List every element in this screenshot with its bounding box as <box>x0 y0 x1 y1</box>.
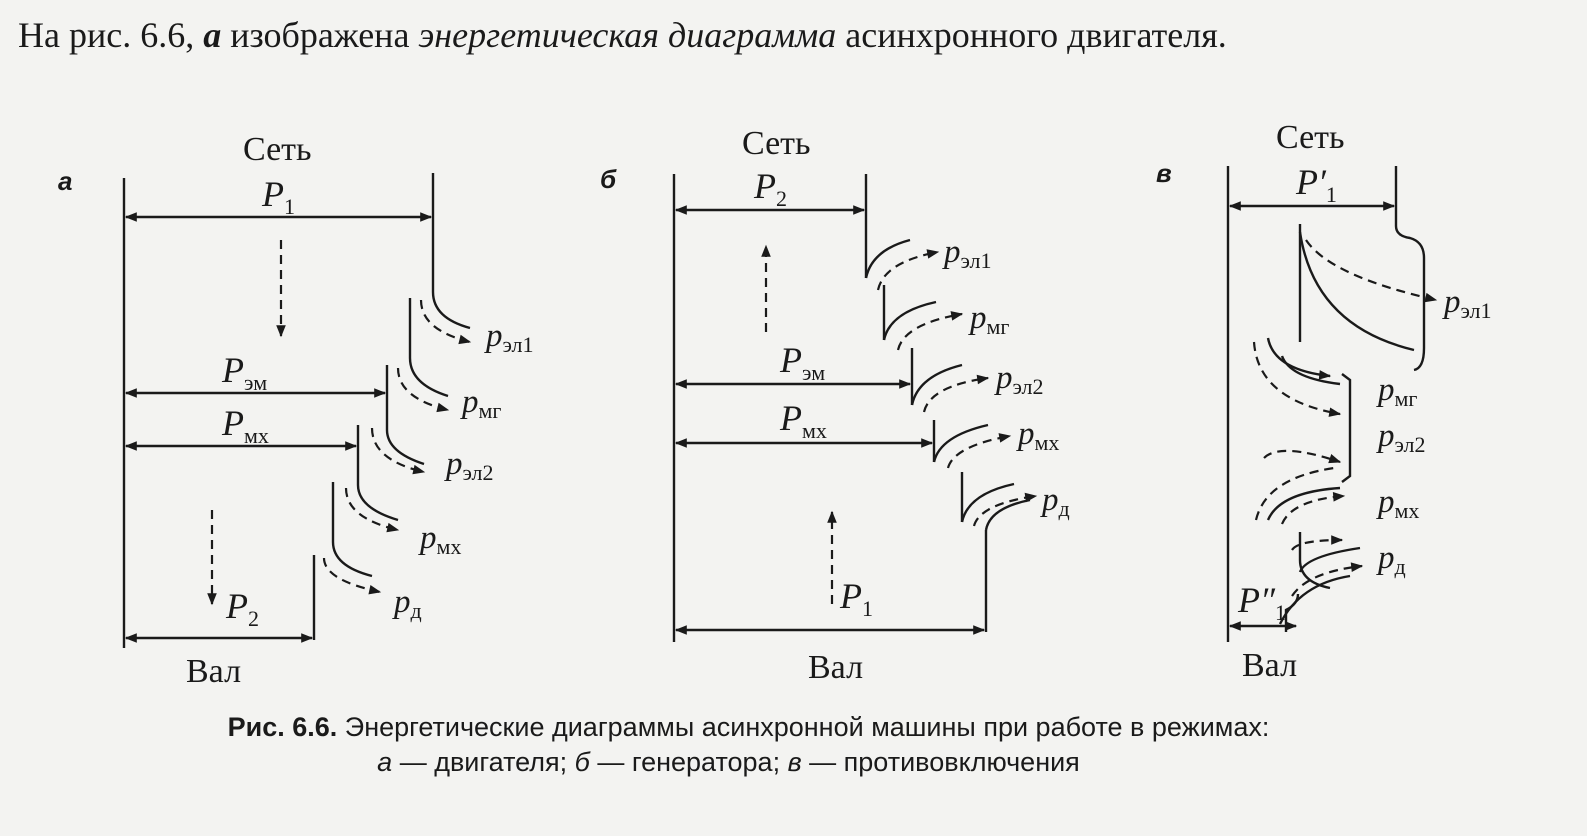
panel-c-p1-out-label: P″1 <box>1237 580 1286 625</box>
panel-a-loss-label-3: pэл2 <box>444 446 494 485</box>
panel-a-p2-label: P2 <box>225 586 259 631</box>
panel-b-loss-label-3: pэл2 <box>994 360 1044 399</box>
panel-a-loss-arrow-3 <box>370 427 426 475</box>
panel-a-loss-arrow-1 <box>419 299 472 345</box>
panel-c-flow-curve-4 <box>1266 486 1341 521</box>
panel-c-loss-label-5: pд <box>1376 540 1406 579</box>
panel-c-loss-arrow-5 <box>1291 535 1344 551</box>
panel-a-pmx-label: Pмх <box>221 403 269 448</box>
panel-c-p1-label: P′1 <box>1295 162 1337 207</box>
panel-b-letter: б <box>600 164 617 194</box>
panel-a-loss-arrow-2 <box>396 367 450 413</box>
panel-a-input-edge <box>431 173 471 330</box>
caption-c-text: — противовключения <box>801 747 1080 777</box>
panel-a-pem-label: Pэм <box>221 350 267 395</box>
panel-a: а Сеть Вал P1 Pэм Pмх P2 pэл1 pмг pэл2 p… <box>58 131 534 690</box>
caption-b-letter: б <box>574 747 590 777</box>
panel-b-p2-label: P2 <box>753 166 787 211</box>
intro-before: На рис. 6.6, <box>18 15 204 55</box>
panel-c-brace <box>1341 373 1352 483</box>
panel-b-p1-label: P1 <box>839 576 873 621</box>
panel-b-loss-arrow-3 <box>922 374 990 413</box>
panel-a-bottom-label: Вал <box>186 653 241 690</box>
panel-c-flow-curve-1 <box>1266 337 1332 380</box>
panel-a-p1-label: P1 <box>261 174 295 219</box>
panel-c-loss-label-2: pмг <box>1376 372 1417 411</box>
caption-figure-number: Рис. 6.6. <box>227 712 338 742</box>
panel-b-output-curve <box>984 498 1031 531</box>
caption-title: Энергетические диаграммы асинхронной маш… <box>337 712 1270 742</box>
panel-c-loss-label-4: pмх <box>1376 484 1419 523</box>
panel-b-step5-curve <box>960 482 1015 523</box>
panel-b-bottom-label: Вал <box>808 649 863 686</box>
panel-b-loss-label-2: pмг <box>968 300 1009 339</box>
panel-a-step1 <box>408 298 449 398</box>
panel-b-step1-curve <box>864 238 911 279</box>
panel-c-loss-label-3: pэл2 <box>1376 418 1426 457</box>
panel-b-loss-label-4: pмх <box>1016 416 1059 455</box>
panel-c: в Сеть Вал P′1 P″1 pэл1 pмг pэл2 pмх pд <box>1156 119 1492 684</box>
panel-a-loss-label-2: pмг <box>460 384 501 423</box>
caption-line-2: а — двигателя; б — генератора; в — проти… <box>0 747 1587 778</box>
panel-b-loss-arrow-4 <box>946 433 1012 469</box>
panel-b-loss-label-5: pд <box>1040 482 1070 521</box>
panel-c-flow-curve-6 <box>1278 574 1351 625</box>
panel-c-loss-arrow-4 <box>1280 492 1346 525</box>
panel-c-step-edge <box>1298 532 1331 590</box>
caption-a-letter: а <box>377 747 393 777</box>
caption-b-text: — генератора; <box>589 747 788 777</box>
intro-sentence: На рис. 6.6, а изображена энергетическая… <box>18 14 1227 56</box>
panel-c-loss-arrow-4a <box>1254 466 1335 521</box>
panel-b-top-label: Сеть <box>742 125 811 162</box>
intro-letter: а <box>203 15 222 55</box>
panel-c-loss-arrow-3 <box>1263 449 1342 464</box>
panel-a-loss-label-5: pд <box>392 584 422 623</box>
panel-c-loss-arrow-2 <box>1252 341 1342 417</box>
figure-caption: Рис. 6.6. Энергетические диаграммы асинх… <box>0 712 1587 778</box>
panel-a-step2 <box>385 365 425 466</box>
panel-c-flow-curve-5 <box>1298 546 1361 573</box>
panel-b-loss-arrow-1 <box>876 249 940 291</box>
panel-a-loss-arrow-4 <box>344 487 400 533</box>
caption-c-letter: в <box>787 747 802 777</box>
panel-b-step2-curve <box>882 300 937 341</box>
panel-b-loss-label-1: pэл1 <box>942 234 992 273</box>
intro-middle: изображена <box>221 15 419 55</box>
panel-c-input-edge <box>1394 166 1426 372</box>
panel-b-pem-label: Pэм <box>779 340 825 385</box>
panel-c-loss-label-1: pэл1 <box>1442 284 1492 323</box>
panel-b-pmx-label: Pмх <box>779 398 827 443</box>
panel-a-loss-label-1: pэл1 <box>484 318 534 357</box>
panel-c-letter: в <box>1156 158 1172 188</box>
panel-c-loss-arrow-1 <box>1305 239 1438 303</box>
panel-b-loss-arrow-2 <box>896 311 964 351</box>
panel-c-inner-curve <box>1298 231 1415 352</box>
panel-a-top-label: Сеть <box>243 131 312 168</box>
intro-after: асинхронного двигателя. <box>836 15 1227 55</box>
intro-emphasis: энергетическая диаграмма <box>418 15 837 55</box>
panel-a-letter: а <box>58 166 72 196</box>
panel-a-step4 <box>331 482 373 578</box>
panel-a-loss-label-4: pмх <box>418 520 461 559</box>
caption-line-1: Рис. 6.6. Энергетические диаграммы асинх… <box>0 712 1587 743</box>
panel-c-flow-curve-1b <box>1280 355 1341 386</box>
caption-a-text: — двигателя; <box>392 747 575 777</box>
panel-a-step3 <box>356 425 399 522</box>
panel-c-loss-arrow-6 <box>1291 562 1364 597</box>
panel-a-loss-arrow-5 <box>322 557 382 595</box>
panel-b: б Сеть Вал P2 Pэм Pмх P1 pэл1 pмг pэл2 <box>600 125 1070 686</box>
panel-b-loss-arrow-5 <box>972 492 1038 527</box>
panel-c-bottom-label: Вал <box>1242 647 1297 684</box>
panel-b-step3-curve <box>910 363 963 406</box>
panel-b-step4-curve <box>932 423 989 463</box>
panel-c-top-label: Сеть <box>1276 119 1345 156</box>
